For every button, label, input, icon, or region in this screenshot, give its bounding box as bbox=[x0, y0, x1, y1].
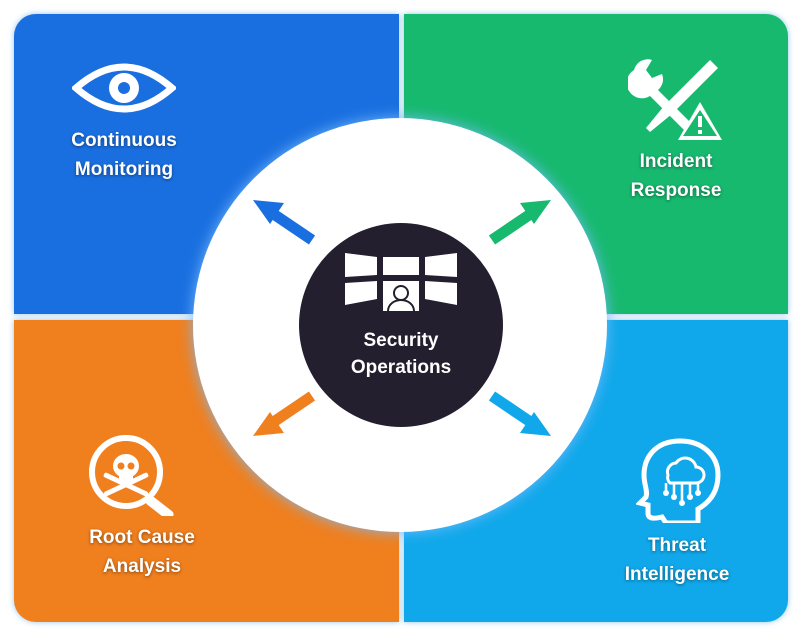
eye-icon bbox=[72, 63, 176, 113]
monitoring-screens-operator-icon bbox=[345, 253, 457, 311]
skull-magnifier-icon bbox=[89, 435, 174, 516]
brain-cloud-circuit-icon bbox=[636, 438, 721, 523]
tools-warning-icon bbox=[628, 59, 722, 140]
